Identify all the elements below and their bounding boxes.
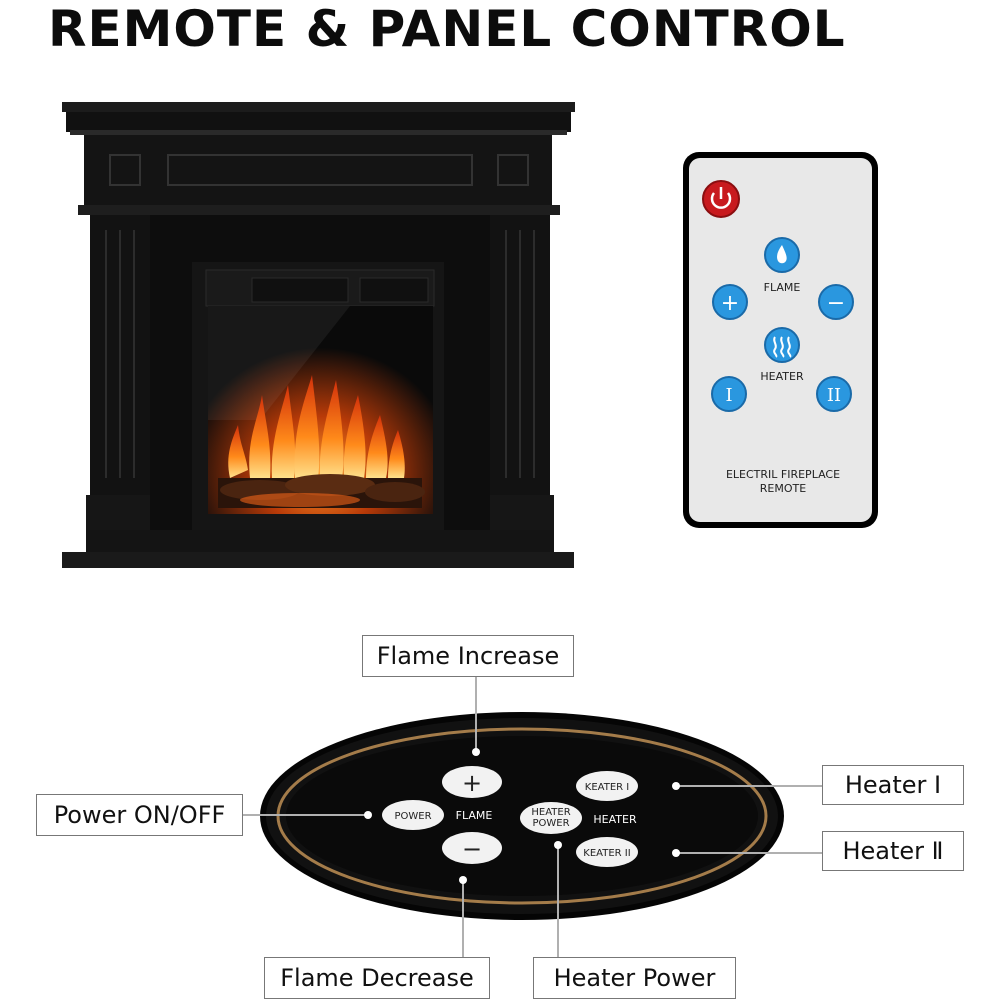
callout-heater-power: Heater Power — [533, 957, 736, 999]
callout-heater-1: Heater Ⅰ — [822, 765, 964, 805]
panel-power-button[interactable]: POWER — [382, 800, 444, 830]
panel-minus-button[interactable]: − — [442, 832, 502, 864]
remote-plus-button[interactable]: + — [712, 284, 748, 320]
svg-text:POWER: POWER — [394, 811, 431, 822]
panel-plus-button[interactable]: + — [442, 766, 502, 798]
remote-heater1-button[interactable]: I — [711, 376, 747, 412]
remote-minus-button[interactable]: − — [818, 284, 854, 320]
plus-icon: + — [462, 769, 482, 797]
callout-power-onoff: Power ON/OFF — [36, 794, 243, 836]
control-panel — [260, 712, 784, 920]
panel-heater-label: HEATER — [593, 813, 637, 826]
remote-power-button[interactable] — [702, 180, 740, 218]
power-icon — [710, 192, 732, 209]
remote-flame-button[interactable] — [764, 237, 800, 273]
svg-text:KEATER I: KEATER I — [585, 782, 629, 793]
svg-text:POWER: POWER — [532, 818, 569, 829]
callout-lines — [243, 677, 822, 957]
panel-heater1-button[interactable]: KEATER I — [576, 771, 638, 801]
plus-icon: + — [721, 291, 739, 316]
panel-flame-label: FLAME — [456, 809, 493, 822]
flame-icon — [777, 245, 787, 264]
callout-dots — [364, 748, 680, 884]
callout-heater-2: Heater Ⅱ — [822, 831, 964, 871]
minus-icon: − — [462, 835, 482, 863]
svg-text:HEATER: HEATER — [531, 807, 570, 818]
page-title: REMOTE & PANEL CONTROL — [48, 0, 846, 58]
svg-text:KEATER II: KEATER II — [583, 848, 630, 859]
remote-heater-label: HEATER — [760, 370, 804, 383]
heat-waves-icon — [773, 336, 792, 358]
remote-flame-label: FLAME — [764, 281, 801, 294]
remote-heater-button[interactable] — [764, 327, 800, 363]
minus-icon: − — [827, 291, 845, 316]
panel-heater-power-button[interactable]: HEATER POWER — [520, 802, 582, 834]
remote-caption-line2: REMOTE — [760, 482, 806, 495]
callout-flame-decrease: Flame Decrease — [264, 957, 490, 999]
remote-heater2-button[interactable]: II — [816, 376, 852, 412]
heater1-icon: I — [725, 385, 732, 406]
heater2-icon: II — [827, 385, 841, 406]
panel-heater2-button[interactable]: KEATER II — [576, 837, 638, 867]
callout-flame-increase: Flame Increase — [362, 635, 574, 677]
remote-caption-line1: ELECTRIL FIREPLACE — [726, 468, 840, 481]
